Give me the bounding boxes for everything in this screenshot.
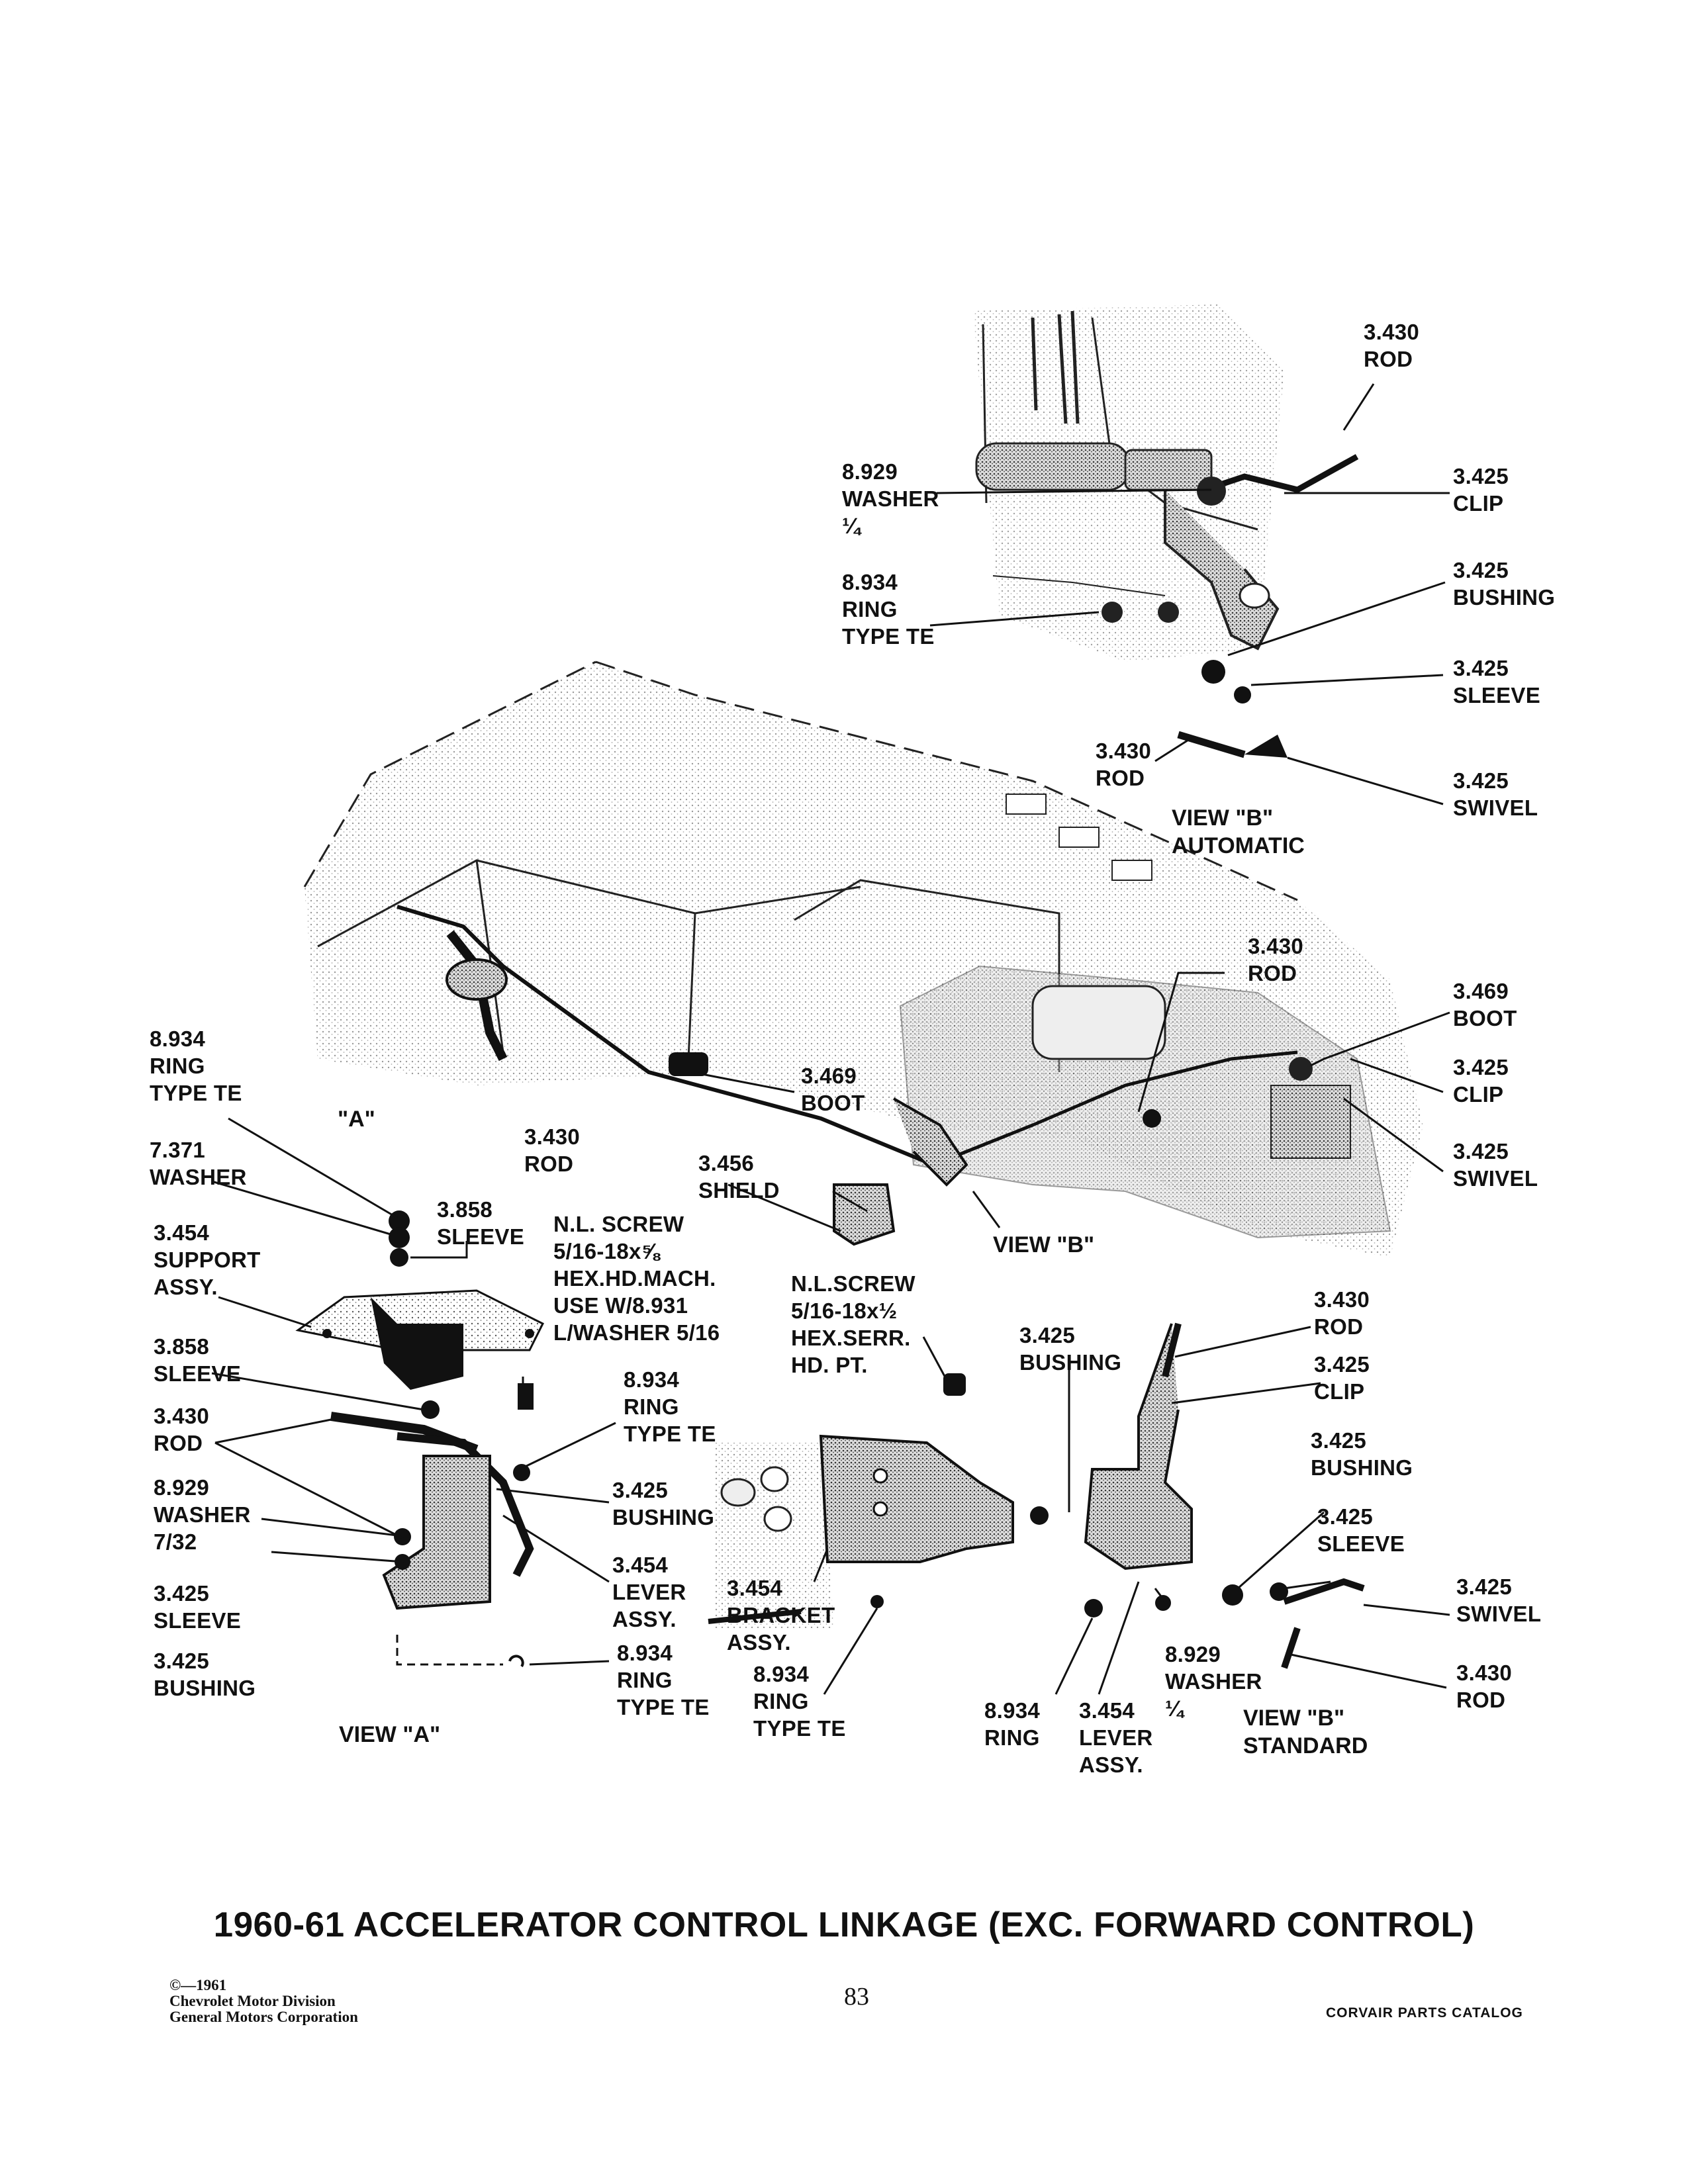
callout-main-swivel-right: 3.425 SWIVEL [1453, 1139, 1538, 1191]
view-b-standard-label: VIEW "B" STANDARD [1243, 1706, 1368, 1759]
callout-a-washer-732: 8.929 WASHER 7/32 [154, 1475, 251, 1554]
callout-a-bushing-right: 3.425 BUSHING [612, 1478, 715, 1529]
callout-a-bushing-low: 3.425 BUSHING [154, 1649, 256, 1700]
callout-a-sleeve-low: 3.425 SLEEVE [154, 1581, 242, 1633]
view-b-automatic-drawing [973, 304, 1359, 758]
floor-pan-drawing [303, 660, 1423, 1257]
callout-s-rod-bottom: 3.430 ROD [1456, 1661, 1513, 1712]
callout-main-shield: 3.456 SHIELD [698, 1151, 780, 1203]
callout-s-rod-top: 3.430 ROD [1314, 1287, 1370, 1339]
callout-auto-clip: 3.425 CLIP [1453, 464, 1509, 516]
callout-main-clip-right: 3.425 CLIP [1453, 1055, 1509, 1107]
callout-a-washer: 7.371 WASHER [150, 1138, 247, 1189]
callout-s-clip: 3.425 CLIP [1314, 1352, 1370, 1404]
callout-auto-ring: 8.934 RING TYPE TE [842, 570, 935, 649]
callout-s-washer: 8.929 WASHER ¼ [1165, 1642, 1262, 1721]
callout-main-rod-right: 3.430 ROD [1248, 934, 1304, 985]
callout-a-ring-mid: 8.934 RING TYPE TE [624, 1367, 716, 1446]
callout-main-rod-center: 3.430 ROD [524, 1124, 581, 1176]
callout-a-ring-top: 8.934 RING TYPE TE [150, 1026, 242, 1105]
callout-s-swivel: 3.425 SWIVEL [1456, 1574, 1542, 1626]
callout-s-bushing-top: 3.425 BUSHING [1019, 1323, 1122, 1375]
callout-a-lever: 3.454 LEVER ASSY. [612, 1553, 686, 1631]
view-b-standard-drawing [708, 1322, 1365, 1669]
callout-s-lever: 3.454 LEVER ASSY. [1079, 1698, 1153, 1777]
callout-a-ring-low: 8.934 RING TYPE TE [617, 1641, 710, 1719]
callout-auto-rod-top: 3.430 ROD [1364, 320, 1420, 371]
callout-auto-swivel: 3.425 SWIVEL [1453, 768, 1538, 820]
callout-s-ring: 8.934 RING [984, 1698, 1041, 1750]
callout-s-screw: N.L.SCREW 5/16-18x½ HEX.SERR. HD. PT. [791, 1271, 915, 1377]
callout-a-sleeve-mid: 3.858 SLEEVE [154, 1334, 242, 1386]
callout-auto-rod-bottom: 3.430 ROD [1096, 739, 1152, 790]
page-title: 1960-61 ACCELERATOR CONTROL LINKAGE (EXC… [213, 1905, 1475, 1944]
callout-a-rod: 3.430 ROD [154, 1404, 210, 1455]
view-b-automatic-label: VIEW "B" AUTOMATIC [1172, 805, 1305, 859]
callout-s-bracket: 3.454 BRACKET ASSY. [727, 1576, 835, 1655]
callout-auto-washer: 8.929 WASHER ¼ [842, 459, 939, 538]
callout-main-boot-right: 3.469 BOOT [1453, 979, 1517, 1030]
callout-s-ring-left: 8.934 RING TYPE TE [753, 1662, 846, 1741]
callout-auto-bushing: 3.425 BUSHING [1453, 558, 1556, 610]
view-a-drawing [295, 1210, 545, 1668]
catalog-name: CORVAIR PARTS CATALOG [1326, 2005, 1523, 2021]
callout-main-boot-center: 3.469 BOOT [801, 1064, 865, 1115]
callout-a-support: 3.454 SUPPORT ASSY. [154, 1220, 261, 1299]
callout-auto-sleeve: 3.425 SLEEVE [1453, 656, 1541, 707]
page-number: 83 [844, 1983, 869, 2011]
copyright-notice: ©—1961 Chevrolet Motor Division General … [169, 1977, 358, 2026]
view-a-marker: "A" [338, 1107, 375, 1132]
callout-s-bushing-right: 3.425 BUSHING [1311, 1428, 1413, 1480]
callout-s-sleeve: 3.425 SLEEVE [1317, 1504, 1405, 1556]
callout-a-screw: N.L. SCREW 5/16-18x⅝ HEX.HD.MACH. USE W/… [553, 1212, 720, 1345]
view-b-marker: VIEW "B" [993, 1232, 1095, 1257]
view-a-label: VIEW "A" [339, 1722, 441, 1747]
leader-lines [211, 383, 1450, 1695]
callout-a-sleeve-top: 3.858 SLEEVE [437, 1197, 525, 1249]
